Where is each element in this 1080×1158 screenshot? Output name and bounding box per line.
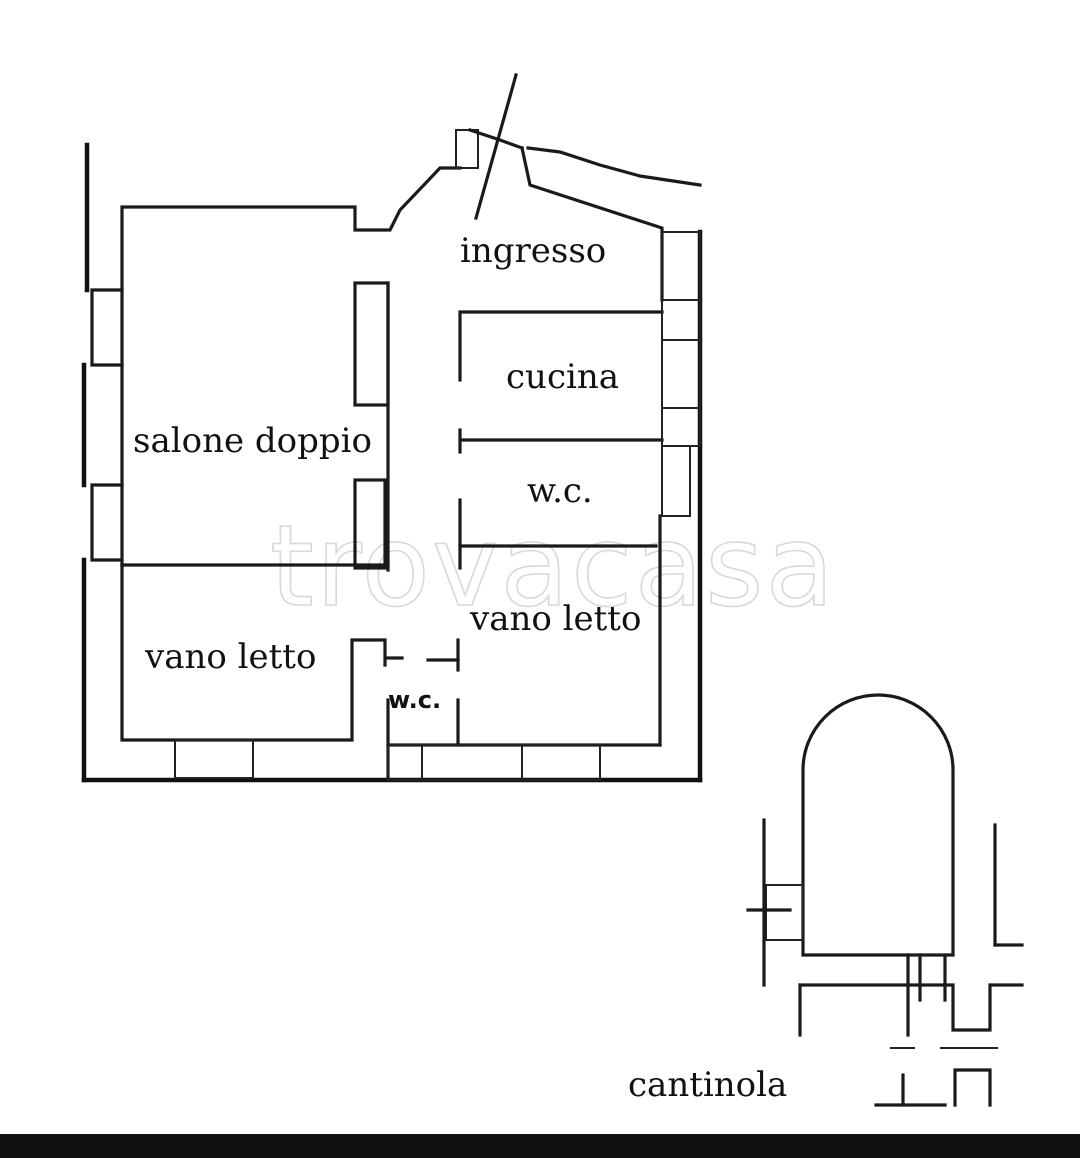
label-wc-lower: w.c.: [388, 686, 441, 714]
label-cantinola: cantinola: [628, 1065, 787, 1105]
label-vano-letto-left: vano letto: [144, 637, 316, 677]
label-vano-letto-right: vano letto: [469, 599, 641, 639]
apartment-walls: [81, 73, 703, 783]
label-wc-upper: w.c.: [527, 471, 593, 511]
label-salone-doppio: salone doppio: [133, 421, 372, 461]
label-ingresso: ingresso: [460, 231, 606, 271]
cantinola-plan: [746, 693, 1024, 1107]
label-cucina: cucina: [506, 357, 619, 397]
bottom-bar: [0, 1134, 1080, 1158]
